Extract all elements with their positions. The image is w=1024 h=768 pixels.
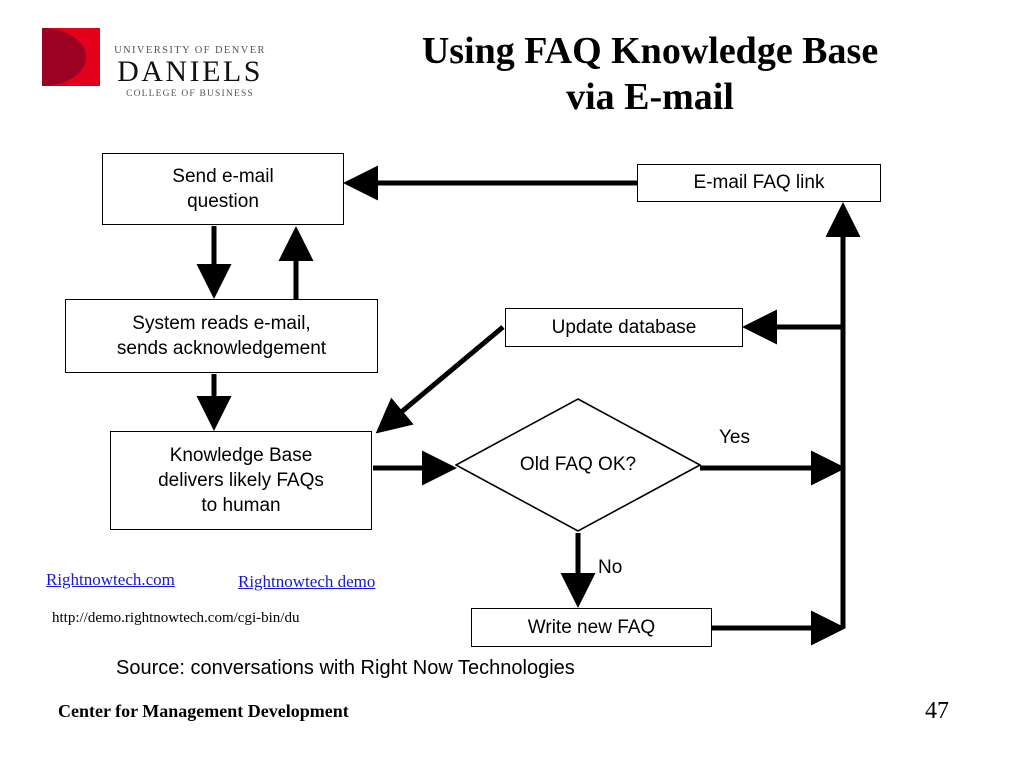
page-number: 47 [925, 698, 949, 724]
page-title-line-1: Using FAQ Knowledge Base [421, 30, 879, 72]
link-rightnowtech-com[interactable]: Rightnowtech.com [46, 570, 175, 589]
edge-label-no: No [598, 557, 623, 578]
flowchart-node-send-email-question[interactable]: Send e-mail question [102, 153, 344, 225]
node-label: Update database [551, 316, 697, 338]
page-title-line-2: via E-mail [566, 76, 734, 119]
flowchart-node-email-faq-link[interactable]: E-mail FAQ link [637, 164, 881, 202]
page-title: Using FAQ Knowledge Base via E-mail [300, 28, 1000, 121]
flowchart-node-knowledge-base-delivers[interactable]: Knowledge Base delivers likely FAQs to h… [110, 431, 372, 530]
flowchart-node-old-faq-ok-decision[interactable]: Old FAQ OK? [455, 398, 701, 532]
logo-mark-icon [42, 28, 100, 86]
daniels-college-logo: UNIVERSITY OF DENVER DANIELS COLLEGE OF … [42, 28, 265, 110]
footer-organization: Center for Management Development [58, 701, 349, 721]
node-label-wrapper: Old FAQ OK? [455, 398, 701, 532]
edge-update-to-kb [375, 325, 505, 434]
flowchart-node-update-database[interactable]: Update database [505, 308, 743, 347]
edge-label-yes: Yes [719, 427, 750, 448]
logo-wordmark: UNIVERSITY OF DENVER DANIELS COLLEGE OF … [110, 45, 270, 99]
demo-url-text: http://demo.rightnowtech.com/cgi-bin/du [52, 610, 300, 626]
node-label: Send e-mail question [172, 165, 274, 212]
flowchart-node-system-reads-email[interactable]: System reads e-mail, sends acknowledgeme… [65, 299, 378, 373]
link-rightnowtech-demo[interactable]: Rightnowtech demo [238, 572, 376, 591]
decision-diamond-shape [455, 398, 701, 532]
logo-line-college: COLLEGE OF BUSINESS [126, 88, 254, 99]
node-label: E-mail FAQ link [693, 172, 825, 194]
logo-line-university: UNIVERSITY OF DENVER [114, 45, 266, 56]
node-label: Old FAQ OK? [519, 454, 637, 475]
node-label: Write new FAQ [527, 616, 656, 638]
logo-line-daniels: DANIELS [117, 55, 263, 88]
flowchart-node-write-new-faq[interactable]: Write new FAQ [471, 608, 712, 647]
node-label: Knowledge Base delivers likely FAQs to h… [158, 444, 324, 517]
node-label: System reads e-mail, sends acknowledgeme… [116, 312, 327, 359]
source-attribution: Source: conversations with Right Now Tec… [116, 657, 575, 679]
